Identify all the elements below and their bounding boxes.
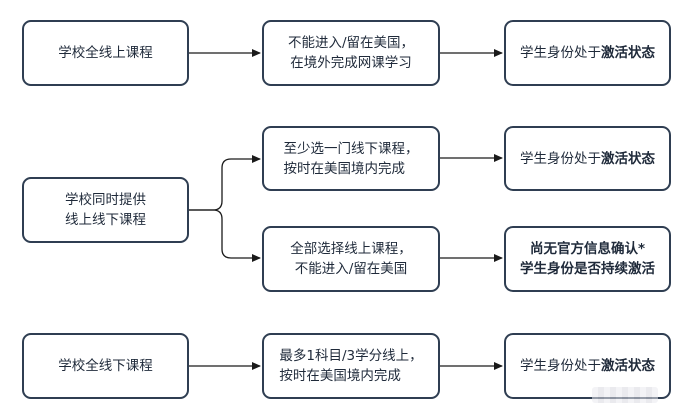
arrow-row2-branch-a: [189, 155, 261, 211]
row2a-status-label: 学生身份处于激活状态: [520, 149, 655, 169]
row3-status-bold: 激活状态: [601, 358, 655, 374]
row1-source-box: 学校全线上课程: [22, 20, 189, 86]
row3-source-box: 学校全线下课程: [22, 333, 189, 399]
row2a-condition-box: 至少选一门线下课程， 按时在美国境内完成: [262, 126, 440, 191]
row1-condition-line1: 不能进入/留在美国，: [287, 35, 415, 51]
row2b-status-box: 尚无官方信息确认* 学生身份是否持续激活: [504, 226, 671, 292]
row1-status-label: 学生身份处于激活状态: [520, 43, 655, 63]
row1-source-label: 学校全线上课程: [58, 45, 153, 61]
row2a-condition-line2: 按时在美国境内完成: [283, 160, 406, 177]
row2-source-line1: 学校同时提供: [65, 192, 146, 208]
row2a-status-box: 学生身份处于激活状态: [504, 126, 671, 191]
watermark-blur: [592, 387, 658, 403]
row2b-status-line1: 尚无官方信息确认*: [529, 241, 646, 257]
row1-status-bold: 激活状态: [601, 45, 655, 61]
row2a-status-prefix: 学生身份处于: [520, 150, 601, 167]
row3-condition-box: 最多1科目/3学分线上， 按时在美国境内完成: [262, 333, 440, 399]
row1-status-box: 学生身份处于激活状态: [504, 20, 671, 86]
row3-status-prefix: 学生身份处于: [520, 358, 601, 374]
row1-status-prefix: 学生身份处于: [520, 45, 601, 61]
row1-condition-line2: 在境外完成网课学习: [290, 55, 412, 71]
row2a-status-bold: 激活状态: [601, 150, 655, 167]
row2-source-box: 学校同时提供 线上线下课程: [22, 177, 189, 243]
row3-status-label: 学生身份处于激活状态: [520, 356, 655, 376]
row1-condition-box: 不能进入/留在美国， 在境外完成网课学习: [262, 20, 440, 86]
row3-condition-line2: 按时在美国境内完成: [279, 368, 401, 384]
row2b-condition-line1: 全部选择线上课程，: [290, 241, 412, 257]
row3-status-box: 学生身份处于激活状态: [504, 333, 671, 399]
row3-source-label: 学校全线下课程: [58, 358, 153, 374]
row2b-condition-box: 全部选择线上课程， 不能进入/留在美国: [262, 226, 440, 292]
row2b-condition-line2: 不能进入/留在美国: [294, 261, 408, 277]
row2a-condition-line1: 至少选一门线下课程，: [283, 140, 419, 157]
row3-condition-line1: 最多1科目/3学分线上，: [279, 348, 423, 364]
row2-source-line2: 线上线下课程: [65, 212, 146, 228]
row2b-status-line2: 学生身份是否持续激活: [520, 261, 655, 277]
arrow-row2-branch-b: [189, 209, 261, 262]
